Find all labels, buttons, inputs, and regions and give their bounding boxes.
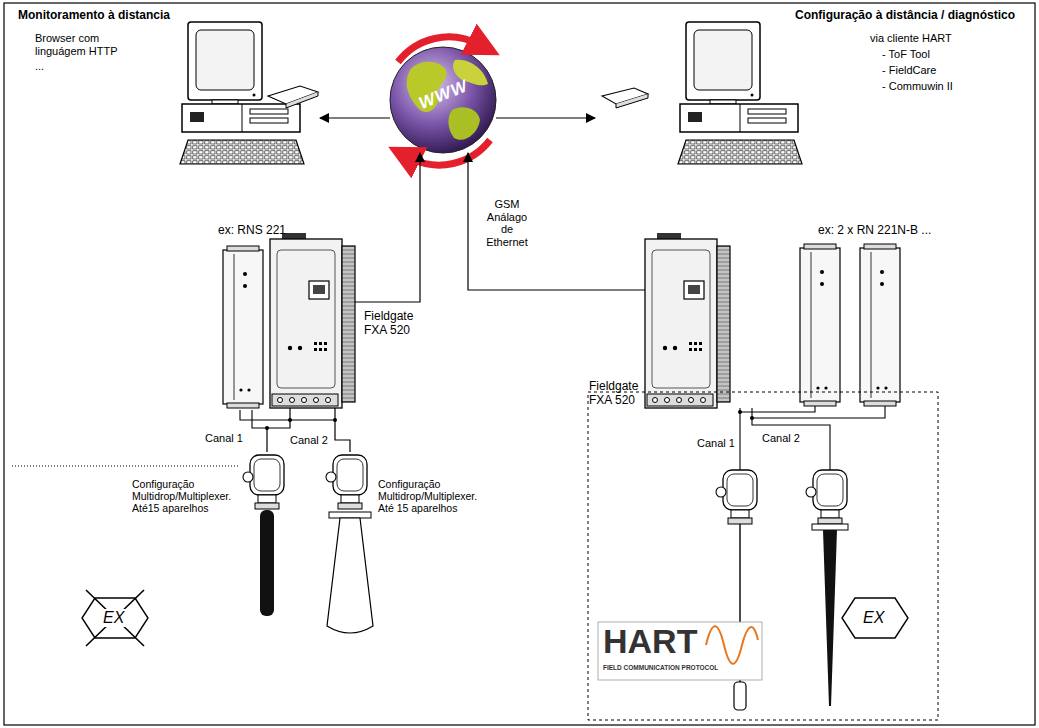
channel-label: Canal 1 — [697, 437, 735, 450]
node-text: - ToF Tool — [882, 48, 930, 61]
node-text: Configuração Multidrop/Multiplexer. Até1… — [132, 478, 240, 514]
node-text: ex: 2 x RN 221N-B ... — [818, 224, 931, 238]
node-text: - Commuwin II — [882, 80, 953, 93]
channel-label: Canal 2 — [290, 434, 328, 447]
level-sensor: Configuração Multidrop/Multiplexer. Até1… — [245, 452, 289, 530]
link-arrow — [355, 153, 420, 302]
node-text: WWW — [416, 76, 471, 113]
link-arrow — [468, 153, 645, 290]
hart-logo: HART — [603, 622, 697, 661]
remote-pc: Monitoramento à distanciaBrowser com lin… — [180, 20, 320, 165]
node-text: via cliente HART — [870, 32, 952, 45]
fieldgate-device: Fieldgate FXA 520 — [645, 238, 735, 408]
channel-wire — [267, 408, 290, 452]
channel-label: Canal 1 — [205, 432, 243, 445]
ex-symbol: EX — [863, 609, 884, 627]
link-arrow — [496, 117, 595, 118]
rns-module: ex: RNS 221 — [222, 246, 264, 410]
level-sensor: Configuração Multidrop/Multiplexer. Até … — [328, 452, 372, 530]
node-text: Fieldgate FXA 520 — [364, 310, 422, 338]
node-text: ex: RNS 221 — [218, 224, 286, 238]
link-label: GSM Análago de Ethernet — [482, 198, 532, 249]
internet-globe: WWW — [390, 47, 496, 153]
hart-logo-subtitle: FIELD COMMUNICATION PROTOCOL — [603, 664, 718, 671]
node-text: Configuração Multidrop/Multiplexer. Até … — [378, 478, 486, 514]
link-arrow — [320, 117, 390, 118]
node-text: Browser com linguágem HTTP — [35, 32, 131, 57]
channel-wire — [335, 408, 350, 452]
rn-modules: ex: 2 x RN 221N-B ... — [798, 246, 902, 404]
node-text: Monitoramento à distancia — [18, 9, 170, 23]
ex-symbol: EX — [101, 609, 126, 627]
node-text: - FieldCare — [882, 64, 936, 77]
node-text: Configuração à distância / diagnóstico — [795, 9, 1015, 23]
config-pc: Configuração à distância / diagnósticovi… — [595, 20, 800, 165]
channel-label: Canal 2 — [762, 432, 800, 445]
node-text: ... — [35, 60, 44, 73]
fieldgate-device: Fieldgate FXA 520 — [270, 238, 355, 408]
node-text: Fieldgate FXA 520 — [589, 380, 645, 408]
